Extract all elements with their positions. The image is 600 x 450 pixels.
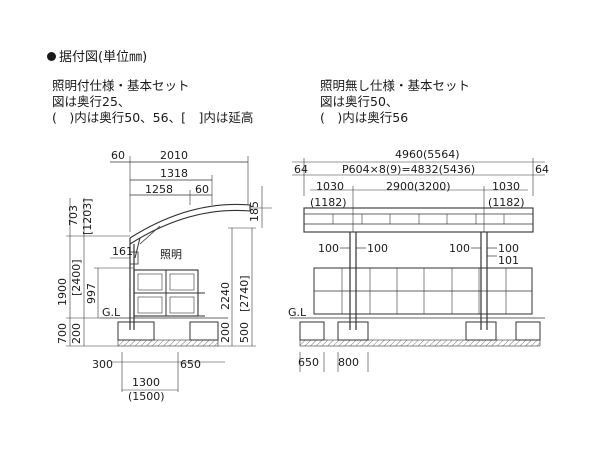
dim-base-700: 700: [56, 323, 69, 344]
dim-right-185: 185: [248, 201, 261, 222]
dim-right-1030: 1030: [492, 180, 520, 193]
left-spec-line1: 照明付仕様・基本セット: [52, 78, 190, 93]
dim-base-800: 800: [338, 356, 359, 369]
dim-post-100-b: 100: [367, 242, 388, 255]
right-spec-note: 照明無し仕様・基本セット 図は奥行50、 ( )内は奥行56: [320, 78, 470, 126]
dim-depth-total: 2010: [160, 149, 188, 162]
dim-right-500: 500: [238, 322, 251, 343]
dim-top-60: 60: [111, 149, 125, 162]
dim-post-100-a: 100: [318, 242, 339, 255]
dim-bottom-300: 300: [92, 358, 113, 371]
gl-label-left: G.L: [102, 306, 121, 319]
dim-right-1182: (1182): [488, 196, 525, 209]
dim-small-60: 60: [195, 183, 209, 196]
dim-base-200: 200: [70, 323, 83, 344]
dim-pitch: P604×8(9)=4832(5436): [342, 163, 475, 176]
dim-bottom-650: 650: [180, 358, 201, 371]
dim-right-200: 200: [219, 322, 232, 343]
dim-bottom-1300: 1300: [132, 376, 160, 389]
dim-right-64: 64: [535, 163, 549, 176]
dim-left-64: 64: [294, 163, 308, 176]
dim-left-1182: (1182): [310, 196, 347, 209]
right-spec-line3: ( )内は奥行56: [320, 110, 409, 125]
right-spec-line2: 図は奥行50、: [320, 94, 399, 109]
dim-base-650: 650: [298, 356, 319, 369]
dim-depth-1318: 1318: [160, 167, 188, 180]
drawing-title-text: 据付図(単位㎜): [59, 50, 148, 65]
dim-depth-1258: 1258: [145, 183, 173, 196]
dim-height-2740: [2740]: [238, 275, 251, 312]
left-spec-line3: ( )内は奥行50、56、[ ]内は延高: [52, 110, 254, 125]
bullet-icon: [47, 52, 56, 61]
dim-height-2400: [2400]: [70, 259, 83, 296]
dim-161: 161: [112, 245, 133, 258]
dim-post-100-d: 100: [498, 242, 519, 255]
dim-roof-1203: [1203]: [81, 198, 94, 235]
front-view-drawing: [290, 158, 545, 372]
drawing-title: 据付図(単位㎜): [47, 50, 147, 66]
dim-post-100-c: 100: [449, 242, 470, 255]
dim-post-101: 101: [498, 254, 519, 267]
left-spec-note: 照明付仕様・基本セット 図は奥行25、 ( )内は奥行50、56、[ ]内は延高: [52, 78, 253, 126]
light-label: 照明: [160, 248, 182, 261]
dim-height-1900: 1900: [56, 278, 69, 306]
left-spec-line2: 図は奥行25、: [52, 94, 131, 109]
dim-width-total: 4960(5564): [395, 148, 460, 161]
right-spec-line1: 照明無し仕様・基本セット: [320, 78, 471, 93]
dim-left-1030: 1030: [316, 180, 344, 193]
dim-mid-2900: 2900(3200): [386, 180, 451, 193]
dim-bottom-1500: (1500): [128, 390, 165, 403]
side-view-drawing: [66, 156, 272, 392]
dim-height-2240: 2240: [219, 282, 232, 310]
dim-roof-703: 703: [67, 205, 80, 226]
dim-height-997: 997: [85, 283, 98, 304]
gl-label-right: G.L: [288, 306, 307, 319]
